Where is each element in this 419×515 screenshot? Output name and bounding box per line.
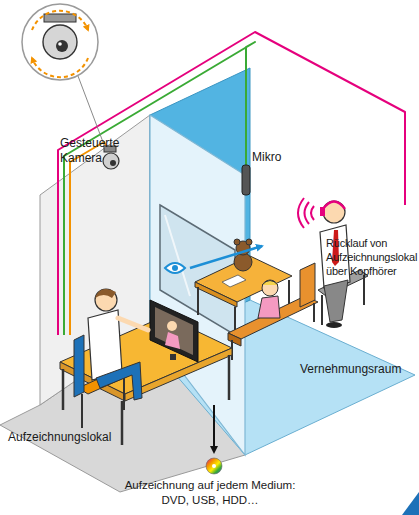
bench (300, 263, 315, 307)
interviewer-figure (363, 275, 365, 305)
operator-figure (118, 318, 148, 330)
signal-cable (58, 32, 405, 335)
table (288, 280, 290, 305)
partition-wall (150, 115, 245, 455)
operator-figure (81, 394, 83, 428)
camera-inset (32, 58, 88, 77)
interviewer-figure (324, 280, 348, 322)
camera-inset (22, 4, 106, 150)
camera-inset (58, 42, 62, 46)
recording-room (0, 115, 245, 492)
view-arrow (172, 265, 178, 271)
monitor (150, 300, 198, 362)
bench (313, 303, 315, 322)
desk (121, 401, 124, 445)
bench (228, 263, 318, 360)
monitor (155, 307, 193, 355)
desk (60, 316, 232, 445)
teddy-bear (246, 239, 252, 245)
camera-inset (56, 40, 68, 52)
corner-mark (402, 492, 419, 515)
interviewer-figure (323, 202, 345, 210)
partition-wall (165, 215, 190, 296)
monitor (150, 300, 198, 362)
room-label: Vernehmungsraum (300, 362, 415, 377)
operator-figure (95, 289, 117, 311)
view-arrow (165, 246, 262, 273)
camera-symbol (103, 153, 119, 169)
disc-symbol (206, 458, 222, 474)
audio-waves (298, 198, 304, 228)
interviewer-figure (326, 322, 342, 328)
bench (228, 333, 241, 346)
child-figure (262, 280, 278, 296)
output-arrow (213, 405, 215, 452)
partition-wall (150, 115, 245, 455)
table (222, 275, 246, 287)
camera-label: Gesteuerte Kamera (60, 136, 132, 166)
microphone-symbol (242, 165, 250, 195)
child-figure (262, 281, 278, 286)
interviewer-figure (318, 201, 368, 328)
child-figure (258, 296, 280, 318)
monitor (165, 332, 180, 349)
operator-figure (96, 362, 142, 400)
signal-cable (58, 32, 405, 335)
teddy-bear (234, 253, 252, 271)
media-label: Aufzeichnung auf jedem Medium: DVD, USB,… (115, 478, 305, 508)
camera-inset (32, 11, 88, 30)
desk (62, 369, 65, 410)
interviewer-figure (320, 207, 325, 216)
table (197, 287, 199, 315)
operator-figure (95, 289, 116, 298)
disc-symbol (212, 464, 216, 468)
microphone-label: Mikro (252, 150, 312, 165)
child-figure (258, 280, 280, 318)
audio-waves (305, 202, 310, 224)
monitor (170, 354, 176, 360)
camera-inset (44, 14, 76, 22)
monitor (167, 321, 177, 331)
camera-inset (43, 25, 77, 59)
microphone-symbol (242, 165, 250, 195)
operator-figure (88, 310, 122, 380)
operator-figure (123, 378, 125, 410)
view-arrow (165, 263, 185, 273)
room-label: Aufzeichnungslokal (8, 430, 128, 445)
operator-figure (74, 289, 148, 428)
desk (60, 316, 232, 394)
operator-figure (74, 335, 84, 397)
headphone-label: Rücklauf von Aufzeichnungslokal über Kop… (326, 236, 419, 278)
audio-waves (298, 198, 314, 228)
corner-mark (402, 492, 419, 515)
teddy-bear (234, 239, 240, 245)
desk (228, 355, 231, 400)
output-arrow (214, 405, 215, 452)
view-arrow (190, 246, 262, 268)
interviewer-figure (323, 201, 345, 223)
camera-inset (22, 4, 98, 80)
camera-symbol (110, 160, 116, 166)
disc-symbol (206, 458, 222, 474)
interviewer-figure (321, 295, 323, 325)
audio-waves (311, 206, 314, 220)
